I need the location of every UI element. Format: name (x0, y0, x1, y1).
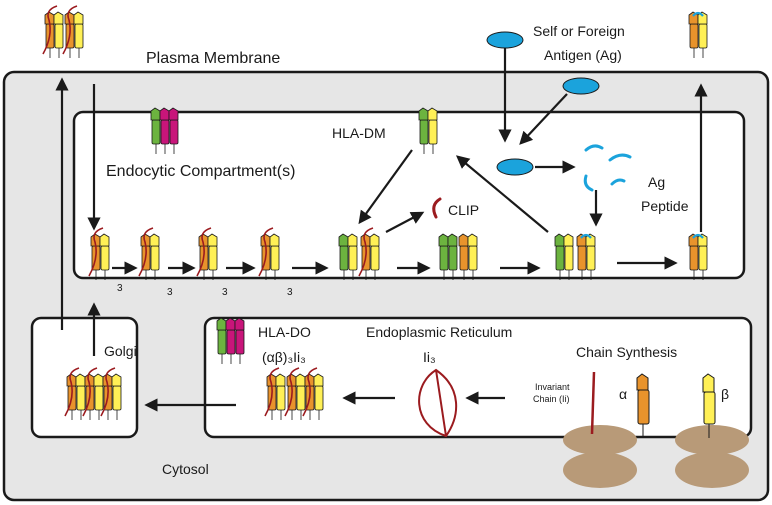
cytosol-label: Cytosol (162, 461, 209, 477)
clip-label: CLIP (448, 202, 479, 218)
invariant-label-2: Chain (Ii) (533, 394, 570, 404)
plasma-membrane-label: Plasma Membrane (146, 50, 280, 67)
mhc-class-ii-icon (258, 227, 280, 280)
mhc-class-ii-icon (88, 227, 110, 280)
ribosome-icon (563, 425, 749, 488)
mhc-class-ii-icon (64, 367, 86, 420)
mhc-class-ii-icon (458, 233, 478, 280)
pathway-arrows (55, 48, 708, 412)
mhc-class-ii-icon (688, 11, 708, 58)
hla-dm-icon (418, 107, 438, 154)
mhc-class-ii-icon (688, 233, 708, 280)
hla-do-label: HLA-DO (258, 324, 311, 340)
alpha-chain-icon (636, 373, 650, 438)
complex-label: (αβ)₃Ii₃ (262, 349, 306, 365)
hla-dm-label: HLA-DM (332, 125, 386, 141)
mhc-class-ii-icon (264, 367, 286, 420)
ag-label: Ag (648, 174, 665, 190)
mhc-class-ii-icon (576, 233, 596, 280)
chain-synthesis-label: Chain Synthesis (576, 344, 677, 360)
mhc-class-ii-icon (196, 227, 218, 280)
clip-icon (432, 197, 442, 219)
hla-dm-icon (338, 233, 358, 280)
golgi-label: Golgi (104, 343, 137, 359)
er-label: Endoplasmic Reticulum (366, 324, 512, 340)
hla-dm-icon (438, 233, 458, 280)
subscript-3: 3 (167, 287, 173, 298)
beta-label: β (721, 386, 729, 402)
mhc-class-ii-icon (302, 367, 324, 420)
hla-dm-icon (150, 107, 179, 154)
mhc-class-ii-icon (138, 227, 160, 280)
arrow-clip (385, 211, 425, 233)
hla-do-icon (216, 317, 245, 364)
invariant-chain-icon (590, 371, 596, 435)
subscript-3: 3 (222, 287, 228, 298)
antigen-label: Antigen (Ag) (544, 47, 622, 63)
subscript-3: 3 (117, 283, 123, 294)
endoplasmic-reticulum (203, 316, 753, 439)
mhc-class-ii-icon (358, 227, 380, 280)
ii3-trimer-icon (418, 368, 458, 438)
mhc-molecules (42, 5, 708, 420)
ii3-label: Ii₃ (423, 349, 436, 365)
hla-dm-icon (554, 233, 574, 280)
arrow-antigen-diagonal (519, 93, 568, 145)
peptide-icon (583, 144, 632, 192)
arrow-dm-down (358, 149, 413, 225)
mhc-class-ii-icon (42, 5, 64, 58)
mhc-class-ii-icon (62, 5, 84, 58)
antigen-icon (486, 31, 600, 176)
beta-chain-icon (702, 373, 716, 438)
invariant-label-1: Invariant (535, 382, 570, 392)
arrow-to-antigen-center (455, 155, 549, 233)
mhc-class-ii-icon (82, 367, 104, 420)
peptide-label: Peptide (641, 198, 689, 214)
endocytic-label: Endocytic Compartment(s) (106, 163, 295, 180)
mhc-class-ii-icon (100, 367, 122, 420)
alpha-label: α (619, 386, 627, 402)
subscript-3: 3 (287, 287, 293, 298)
self-or-foreign-label: Self or Foreign (533, 23, 625, 39)
mhc-class-ii-icon (284, 367, 306, 420)
endocytic-compartment (72, 110, 746, 280)
